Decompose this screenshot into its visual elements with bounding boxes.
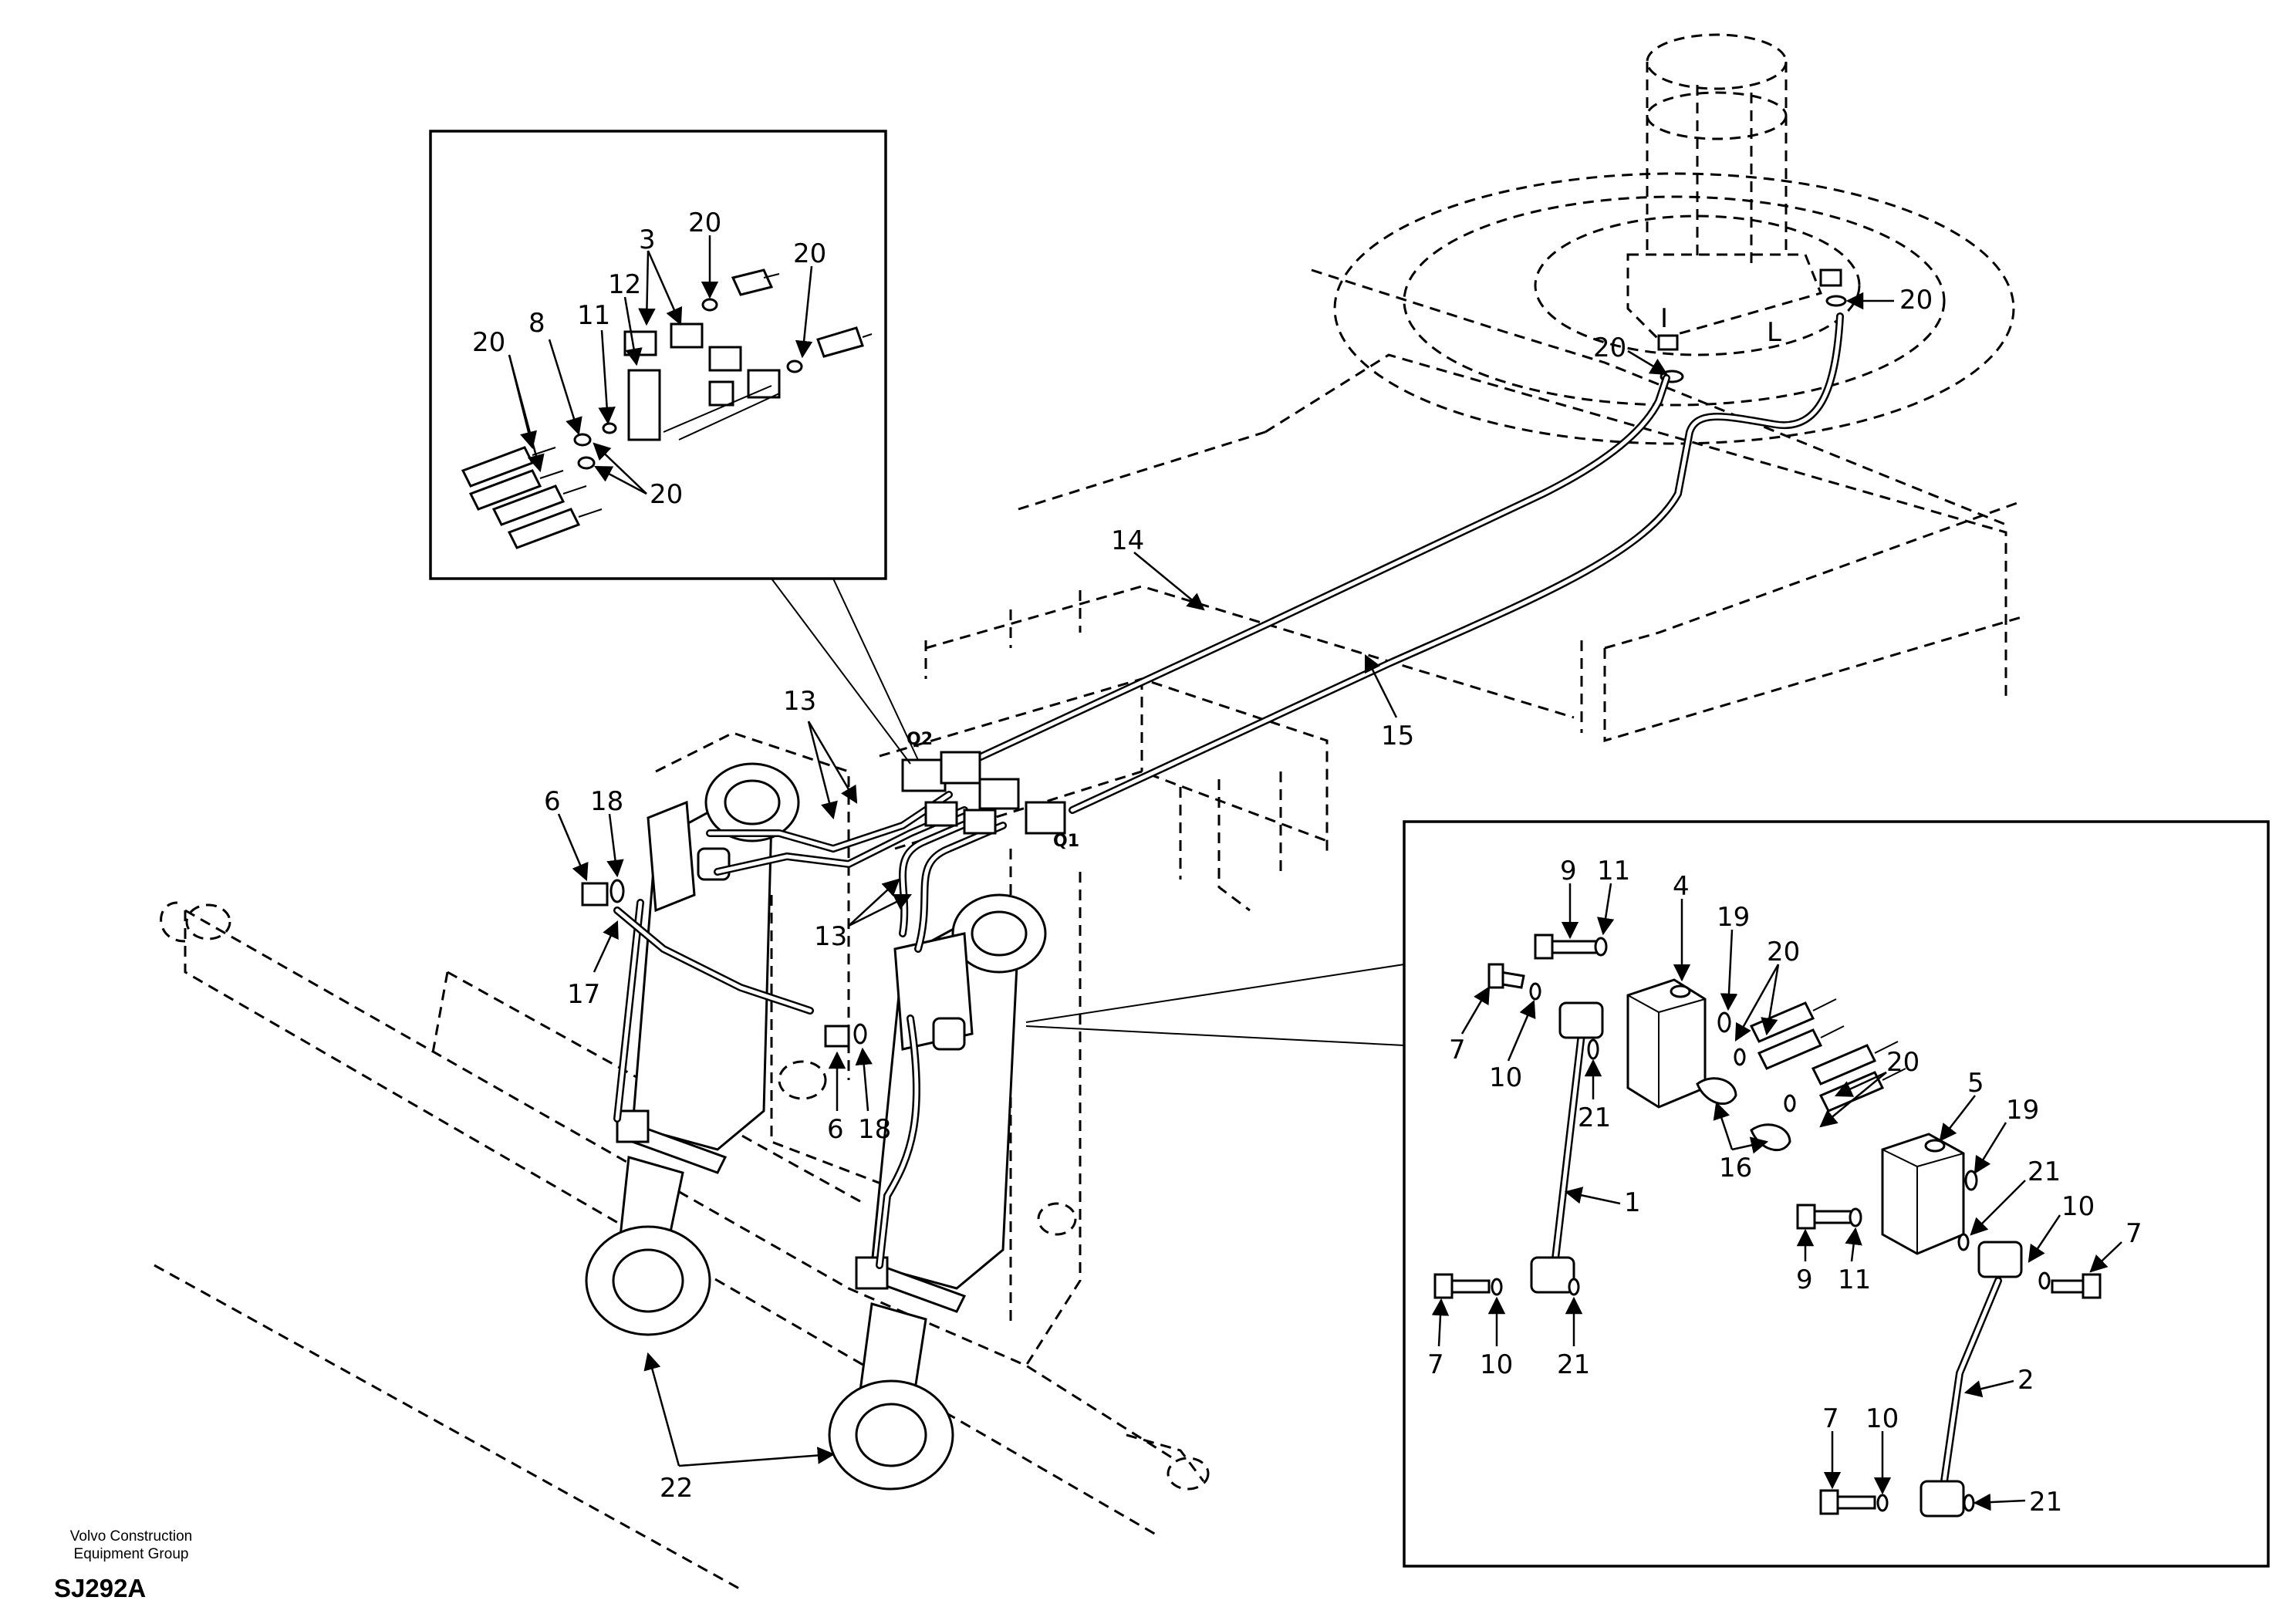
main-leaders (557, 292, 1894, 1467)
swing-motor (1626, 33, 1823, 341)
callout-15: 15 (1381, 721, 1414, 751)
inset-callout-12: 12 (608, 269, 641, 300)
port-mark-q1: Q1 (1053, 832, 1079, 851)
inset-r-callout-21-d: 21 (2029, 1487, 2062, 1518)
inset-r-callout-2: 2 (2017, 1365, 2034, 1396)
inset-r-callout-7-c: 7 (1427, 1349, 1444, 1380)
callout-6-a: 6 (544, 786, 561, 817)
footer: Volvo Construction Equipment Group SJ292… (54, 1528, 255, 1603)
blade-cylinder-left (585, 762, 800, 1336)
callout-22: 22 (660, 1473, 693, 1504)
inset-r-callout-10-a: 10 (1489, 1062, 1522, 1093)
detail-inset-right (1025, 820, 2270, 1568)
inset-callout-20-b: 20 (793, 238, 826, 269)
callout-13-a: 13 (783, 686, 816, 717)
callout-14: 14 (1111, 525, 1144, 556)
inset-r-callout-11-a: 11 (1597, 856, 1630, 886)
inset-callout-20-d: 20 (650, 479, 683, 510)
inset-callout-3: 3 (639, 225, 656, 255)
inset-r-callout-10-c: 10 (1480, 1349, 1513, 1380)
inset-callout-20-a: 20 (688, 208, 721, 238)
blade-cylinder-right (828, 893, 1047, 1491)
inset-r-callout-4: 4 (1673, 871, 1690, 902)
small-fittings (581, 879, 867, 1048)
inset-r-callout-7-b: 7 (2125, 1218, 2142, 1249)
inset-r-callout-10-d: 10 (1866, 1403, 1899, 1434)
inset-r-callout-1: 1 (1624, 1187, 1641, 1218)
callout-18-b: 18 (858, 1114, 891, 1145)
inset-callout-11: 11 (577, 300, 610, 331)
callout-17: 17 (567, 979, 600, 1010)
inset-r-callout-9-a: 9 (1560, 856, 1577, 886)
detail-inset-top (429, 130, 919, 765)
inset-callout-8: 8 (528, 308, 545, 339)
cylinder-tubes (613, 791, 1007, 1269)
callout-20-a: 20 (1593, 333, 1626, 363)
inset-r-callout-9-b: 9 (1796, 1264, 1813, 1295)
inset-right-leaders (1431, 883, 2122, 1511)
inset-r-callout-16: 16 (1719, 1153, 1752, 1183)
inset-r-callout-21-a: 21 (1578, 1102, 1611, 1133)
callout-13-b: 13 (814, 921, 847, 952)
callout-18-a: 18 (590, 786, 623, 817)
inset-r-callout-20-a: 20 (1767, 937, 1800, 967)
inset-r-callout-10-b: 10 (2061, 1191, 2095, 1222)
inset-callout-20-c: 20 (472, 327, 505, 358)
port-mark-q2: Q2 (907, 730, 933, 749)
inset-r-callout-7-d: 7 (1822, 1403, 1839, 1434)
inset-r-callout-20-b: 20 (1886, 1047, 1920, 1078)
company-name: Volvo Construction Equipment Group (54, 1528, 208, 1563)
port-mark-l: L (1767, 317, 1781, 348)
company-line-2: Equipment Group (73, 1546, 189, 1562)
hose-15 (1069, 312, 1844, 814)
callout-6-b: 6 (827, 1114, 844, 1145)
inset-r-callout-5: 5 (1967, 1068, 1984, 1099)
inset-r-callout-19-b: 19 (2006, 1095, 2039, 1126)
inset-r-callout-21-c: 21 (1557, 1349, 1590, 1380)
inset-r-callout-19-a: 19 (1717, 902, 1750, 933)
motor-fittings (1657, 268, 1847, 383)
machine-outline (154, 172, 2022, 1591)
inset-top-leaders (508, 235, 813, 495)
inset-r-callout-11-b: 11 (1838, 1264, 1871, 1295)
callout-20-b: 20 (1899, 285, 1933, 316)
company-line-1: Volvo Construction (69, 1528, 193, 1545)
valve-cluster (901, 751, 1066, 835)
inset-r-callout-21-b: 21 (2028, 1156, 2061, 1187)
port-mark-i: I (1660, 303, 1668, 334)
hose-14 (945, 374, 1670, 775)
drawing-id: SJ292A (54, 1574, 147, 1602)
inset-r-callout-7-a: 7 (1449, 1035, 1466, 1065)
